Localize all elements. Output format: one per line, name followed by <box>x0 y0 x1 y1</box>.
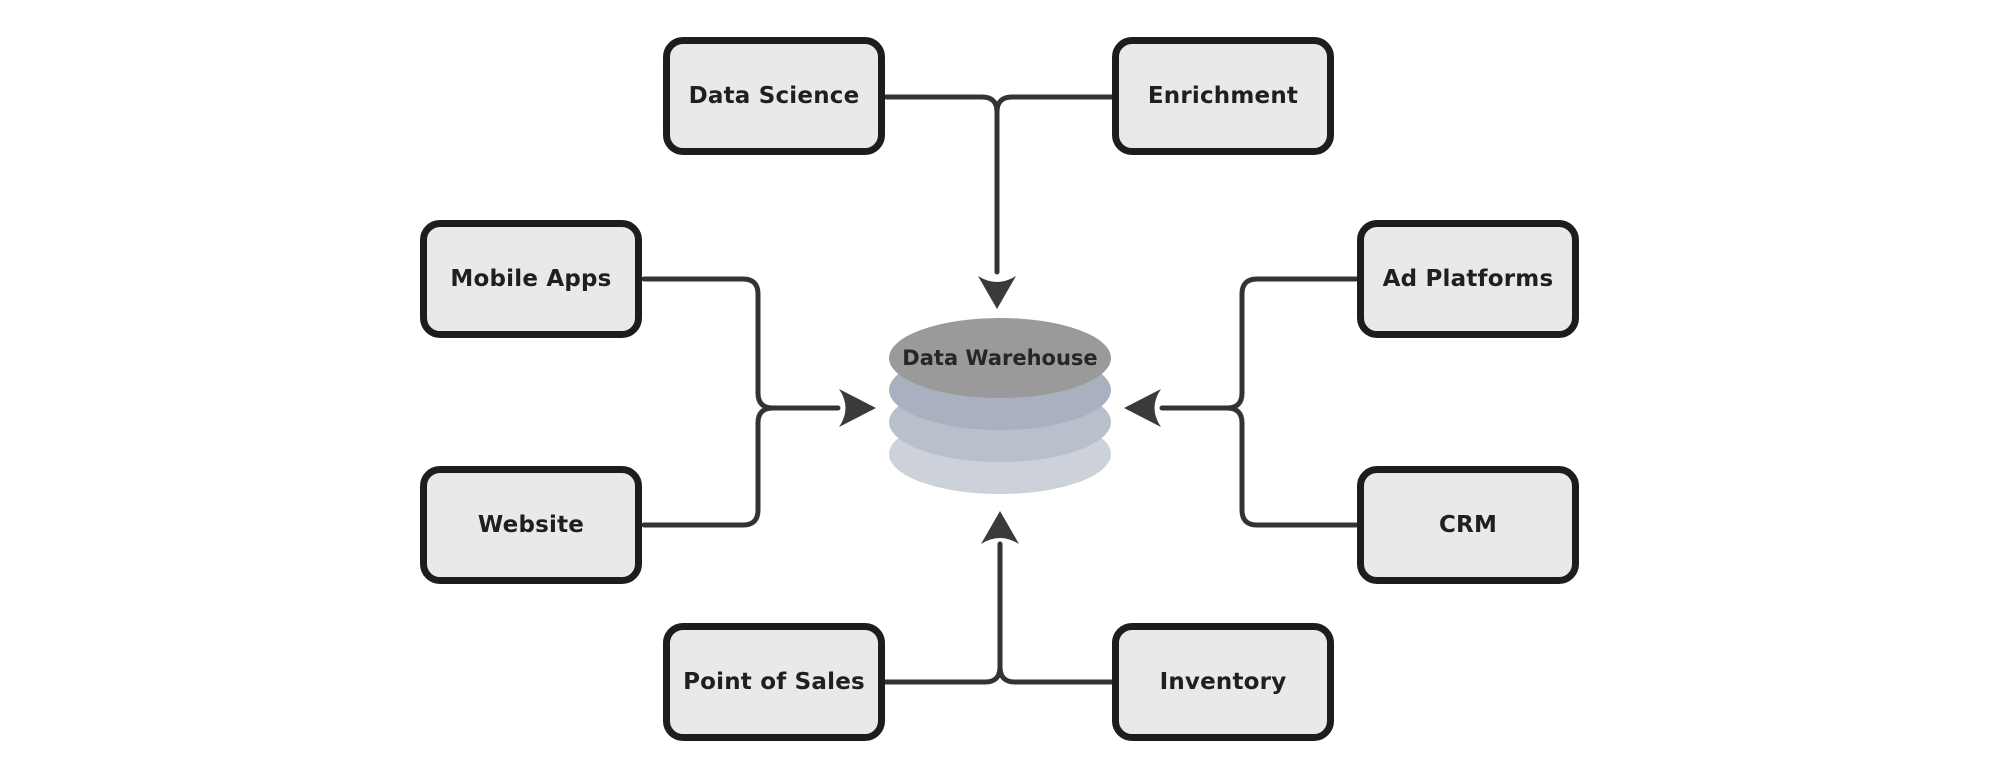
node-mobile-apps-label: Mobile Apps <box>450 266 612 292</box>
node-website-label: Website <box>477 512 585 538</box>
database-cylinder-icon <box>889 318 1111 398</box>
node-inventory: Inventory <box>1112 623 1334 741</box>
node-website: Website <box>420 466 642 584</box>
node-ad-platforms-label: Ad Platforms <box>1382 266 1554 292</box>
node-enrichment-label: Enrichment <box>1147 83 1299 109</box>
connector-crm <box>1224 405 1359 528</box>
arrowhead-right-icon <box>839 389 876 427</box>
node-point-of-sales-label: Point of Sales <box>683 669 865 695</box>
connector-point-of-sales <box>883 541 1003 685</box>
node-data-science-label: Data Science <box>688 83 860 109</box>
node-mobile-apps: Mobile Apps <box>420 220 642 338</box>
connector-enrichment <box>994 94 1115 115</box>
node-ad-platforms: Ad Platforms <box>1357 220 1579 338</box>
node-point-of-sales: Point of Sales <box>663 623 885 741</box>
node-crm: CRM <box>1357 466 1579 584</box>
node-data-warehouse-label: Data Warehouse <box>902 346 1098 370</box>
connector-ad-platforms <box>1159 276 1359 411</box>
arrowhead-left-icon <box>1124 389 1161 427</box>
node-inventory-label: Inventory <box>1159 669 1287 695</box>
node-data-science: Data Science <box>663 37 885 155</box>
connector-mobile-apps <box>641 276 841 411</box>
connector-inventory <box>997 664 1115 685</box>
arrowhead-up-icon <box>981 511 1019 544</box>
connector-data-science <box>883 94 1000 275</box>
node-enrichment: Enrichment <box>1112 37 1334 155</box>
node-crm-label: CRM <box>1438 512 1498 538</box>
arrowhead-down-icon <box>978 276 1016 309</box>
connector-website <box>641 405 776 528</box>
